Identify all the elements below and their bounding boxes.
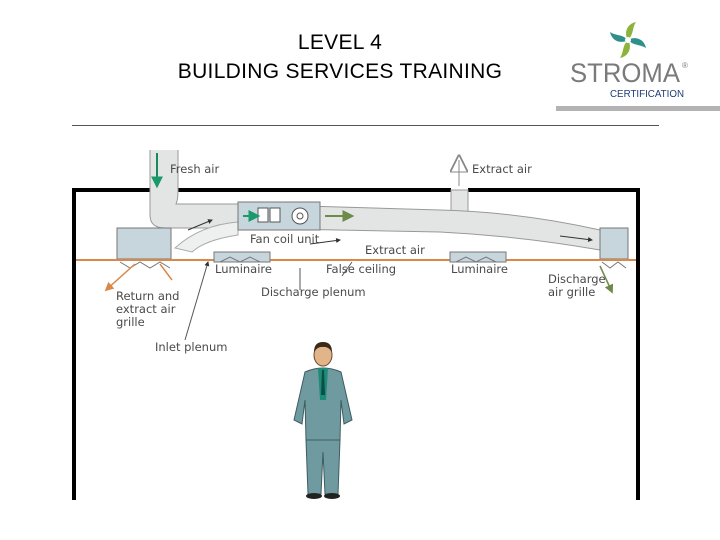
label-discharge-grille-2: air grille [548, 285, 595, 299]
person-figure [293, 342, 353, 499]
room-outline [72, 188, 640, 500]
label-extract-air-top: Extract air [472, 162, 532, 176]
extract-flow-arrow [309, 238, 341, 245]
header-accent-bar [556, 106, 720, 111]
return-grille-arrow-2 [159, 263, 173, 281]
return-grille-box [116, 227, 172, 260]
logo-subtitle: CERTIFICATION [610, 89, 684, 100]
fan-icon [291, 207, 309, 225]
stroma-logo: STROMA ® CERTIFICATION [570, 22, 688, 100]
label-false-ceiling: False ceiling [326, 262, 396, 276]
coil-block-2 [269, 207, 281, 223]
person-tie [321, 370, 325, 395]
fan-hub-icon [296, 212, 304, 220]
luminaire-right [449, 251, 507, 263]
extract-air-duct [450, 189, 469, 213]
title-line-1: LEVEL 4 [297, 31, 383, 54]
false-ceiling-leader [341, 261, 353, 277]
slide-title: LEVEL 4 BUILDING SERVICES TRAINING [110, 28, 570, 86]
label-extract-air-mid: Extract air [365, 243, 425, 257]
label-return-grille-3: grille [116, 315, 145, 329]
logo-registered: ® [682, 61, 688, 70]
title-line-2: BUILDING SERVICES TRAINING [177, 60, 503, 83]
inlet-plenum-leader [184, 261, 210, 341]
label-luminaire-left: Luminaire [215, 262, 272, 276]
pinwheel-icon [610, 22, 646, 58]
label-inlet-plenum: Inlet plenum [155, 340, 227, 354]
return-grille-hatch [119, 261, 171, 269]
return-grille-arrow [104, 263, 136, 292]
person-jacket [293, 367, 353, 441]
label-return-grille-1: Return and [116, 289, 179, 303]
person-trousers [305, 439, 341, 495]
discharge-grille-hatch [601, 261, 627, 269]
discharge-grille-arrow [599, 265, 614, 294]
logo-wordmark: STROMA [570, 58, 680, 88]
label-fresh-air: Fresh air [170, 162, 220, 176]
label-discharge-grille-1: Discharge [548, 272, 606, 286]
label-return-grille-2: extract air [116, 302, 176, 316]
discharge-grille-box [599, 227, 629, 260]
luminaire-left [213, 251, 271, 263]
label-luminaire-right: Luminaire [451, 262, 508, 276]
person-hair [314, 342, 332, 352]
inlet-flow-arrow [187, 219, 213, 231]
label-discharge-plenum: Discharge plenum [261, 285, 366, 299]
duct-flow-arrow [559, 235, 593, 242]
label-fan-coil-unit: Fan coil unit [250, 232, 320, 246]
header-divider [72, 125, 659, 126]
coil-block-1 [257, 207, 269, 223]
